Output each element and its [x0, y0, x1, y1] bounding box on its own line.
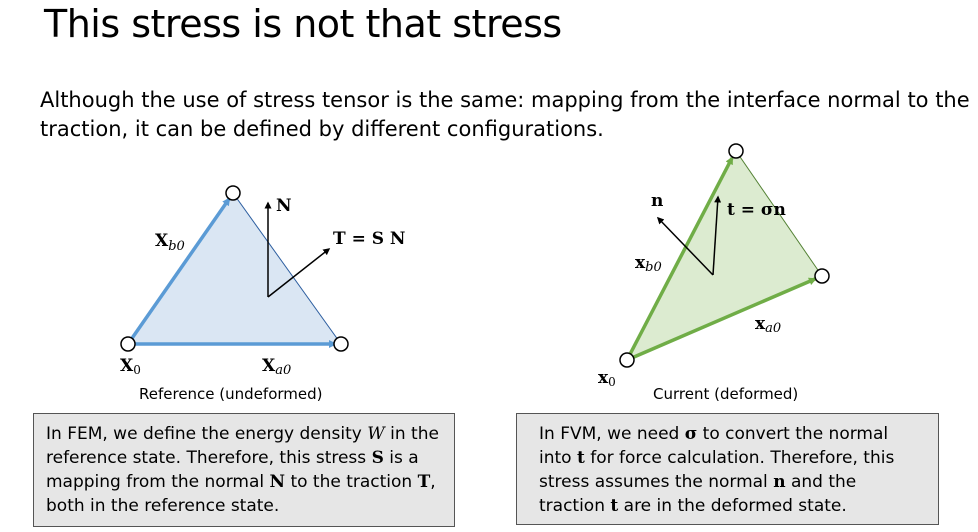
xb0-vector-arrow	[126, 197, 231, 346]
reference-triangle	[127, 192, 342, 345]
fem-text-part: to the traction	[285, 472, 418, 492]
slide-title: This stress is not that stress	[44, 2, 562, 46]
vertex-node	[728, 143, 744, 159]
fem-text-part: is a mapping from the normal	[46, 448, 419, 492]
fvm-text-part: to convert the normal into	[539, 424, 889, 468]
fem-text-part: In FEM, we define the energy density	[46, 424, 368, 444]
traction-T-arrow	[267, 248, 331, 298]
symbol-S: S	[371, 448, 384, 468]
vertex-node	[333, 336, 349, 352]
caption-current: Current (deformed)	[653, 385, 798, 403]
current-configuration-diagram: x0 xa0 xb0 n t = σn Current (deformed)	[598, 143, 830, 403]
caption-reference: Reference (undeformed)	[139, 385, 323, 403]
normal-n-arrow	[656, 216, 714, 276]
symbol-W: W	[367, 424, 385, 444]
fem-explanation-box: In FEM, we define the energy density W i…	[33, 413, 455, 527]
vertex-node	[225, 185, 241, 201]
symbol-T: T	[417, 472, 431, 492]
fem-text-part: in the reference state. Therefore, this …	[46, 424, 439, 468]
vertex-node	[814, 268, 830, 284]
current-triangle	[625, 150, 823, 362]
xb0-vector-arrow	[625, 156, 734, 361]
label-normal-N: N	[276, 196, 292, 216]
label-traction-t: t = σn	[727, 200, 786, 220]
fvm-explanation-box: In FVM, we need σ to convert the normal …	[516, 413, 939, 525]
traction-t-arrow	[712, 195, 722, 276]
label-X0: X0	[120, 356, 141, 377]
vertex-node	[120, 336, 136, 352]
label-x0: x0	[598, 368, 616, 389]
fem-text-part: , both in the reference state.	[46, 472, 436, 516]
label-Xa0: Xa0	[262, 356, 291, 378]
symbol-n: n	[773, 472, 786, 492]
symbol-t: t	[610, 496, 619, 516]
label-traction-T: T = S N	[333, 229, 405, 249]
reference-configuration-diagram: X0 Xa0 Xb0 N T = S N Reference (undeform…	[120, 185, 405, 403]
xa0-vector-arrow	[626, 277, 817, 362]
vertex-node	[619, 352, 635, 368]
symbol-N: N	[269, 472, 286, 492]
label-xa0: xa0	[755, 314, 781, 336]
symbol-sigma: σ	[684, 424, 698, 444]
label-Xb0: Xb0	[155, 231, 185, 254]
symbol-t: t	[576, 448, 585, 468]
label-normal-n: n	[651, 191, 663, 211]
fvm-text-part: for force calculation. Therefore, this s…	[539, 448, 895, 492]
fvm-text-part: In FVM, we need	[539, 424, 685, 444]
fvm-text-part: are in the deformed state.	[618, 496, 847, 516]
fvm-text-part: and the traction	[539, 472, 857, 516]
label-xb0: xb0	[635, 253, 662, 275]
intro-text: Although the use of stress tensor is the…	[40, 88, 970, 141]
